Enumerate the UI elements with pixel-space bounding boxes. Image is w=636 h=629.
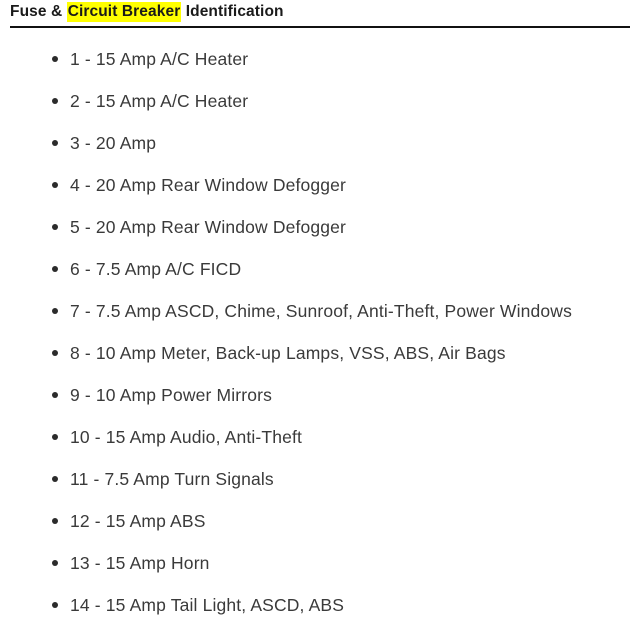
page-title-suffix: Identification — [181, 3, 284, 20]
bullet-icon — [52, 518, 58, 524]
bullet-icon — [52, 602, 58, 608]
bullet-icon — [52, 434, 58, 440]
list-item: 11 - 7.5 Amp Turn Signals — [0, 458, 636, 500]
list-item: 4 - 20 Amp Rear Window Defogger — [0, 164, 636, 206]
list-item: 5 - 20 Amp Rear Window Defogger — [0, 206, 636, 248]
list-item: 8 - 10 Amp Meter, Back-up Lamps, VSS, AB… — [0, 332, 636, 374]
list-item-label: 13 - 15 Amp Horn — [70, 553, 210, 573]
list-item-label: 2 - 15 Amp A/C Heater — [70, 91, 249, 111]
list-item-label: 8 - 10 Amp Meter, Back-up Lamps, VSS, AB… — [70, 343, 506, 363]
bullet-icon — [52, 266, 58, 272]
page-title-prefix: Fuse & — [10, 3, 67, 20]
list-item: 7 - 7.5 Amp ASCD, Chime, Sunroof, Anti-T… — [0, 290, 636, 332]
bullet-icon — [52, 350, 58, 356]
fuse-identification-list: 1 - 15 Amp A/C Heater 2 - 15 Amp A/C Heat… — [0, 38, 636, 626]
list-item: 6 - 7.5 Amp A/C FICD — [0, 248, 636, 290]
bullet-icon — [52, 392, 58, 398]
page-title-highlighted-term: Circuit Breaker — [66, 2, 182, 22]
bullet-icon — [52, 140, 58, 146]
list-item: 3 - 20 Amp — [0, 122, 636, 164]
page-title: Fuse & Circuit Breaker Identification — [0, 0, 636, 22]
bullet-icon — [52, 224, 58, 230]
list-item-label: 6 - 7.5 Amp A/C FICD — [70, 259, 242, 279]
bullet-icon — [52, 560, 58, 566]
list-item-label: 10 - 15 Amp Audio, Anti-Theft — [70, 427, 302, 447]
list-item: 10 - 15 Amp Audio, Anti-Theft — [0, 416, 636, 458]
list-item-label: 5 - 20 Amp Rear Window Defogger — [70, 217, 347, 237]
list-item: 2 - 15 Amp A/C Heater — [0, 80, 636, 122]
list-item-label: 9 - 10 Amp Power Mirrors — [70, 385, 272, 405]
list-item-label: 4 - 20 Amp Rear Window Defogger — [70, 175, 347, 195]
list-item-label: 11 - 7.5 Amp Turn Signals — [70, 469, 274, 489]
bullet-icon — [52, 308, 58, 314]
bullet-icon — [52, 476, 58, 482]
list-item-label: 14 - 15 Amp Tail Light, ASCD, ABS — [70, 595, 345, 615]
list-item: 13 - 15 Amp Horn — [0, 542, 636, 584]
list-item-label: 1 - 15 Amp A/C Heater — [70, 49, 249, 69]
list-item: 14 - 15 Amp Tail Light, ASCD, ABS — [0, 584, 636, 626]
bullet-icon — [52, 98, 58, 104]
bullet-icon — [52, 182, 58, 188]
list-item: 1 - 15 Amp A/C Heater — [0, 38, 636, 80]
list-item-label: 7 - 7.5 Amp ASCD, Chime, Sunroof, Anti-T… — [70, 301, 572, 321]
heading-divider — [10, 26, 630, 28]
bullet-icon — [52, 56, 58, 62]
list-item-label: 3 - 20 Amp — [70, 133, 157, 153]
list-item: 9 - 10 Amp Power Mirrors — [0, 374, 636, 416]
list-item: 12 - 15 Amp ABS — [0, 500, 636, 542]
list-item-label: 12 - 15 Amp ABS — [70, 511, 206, 531]
